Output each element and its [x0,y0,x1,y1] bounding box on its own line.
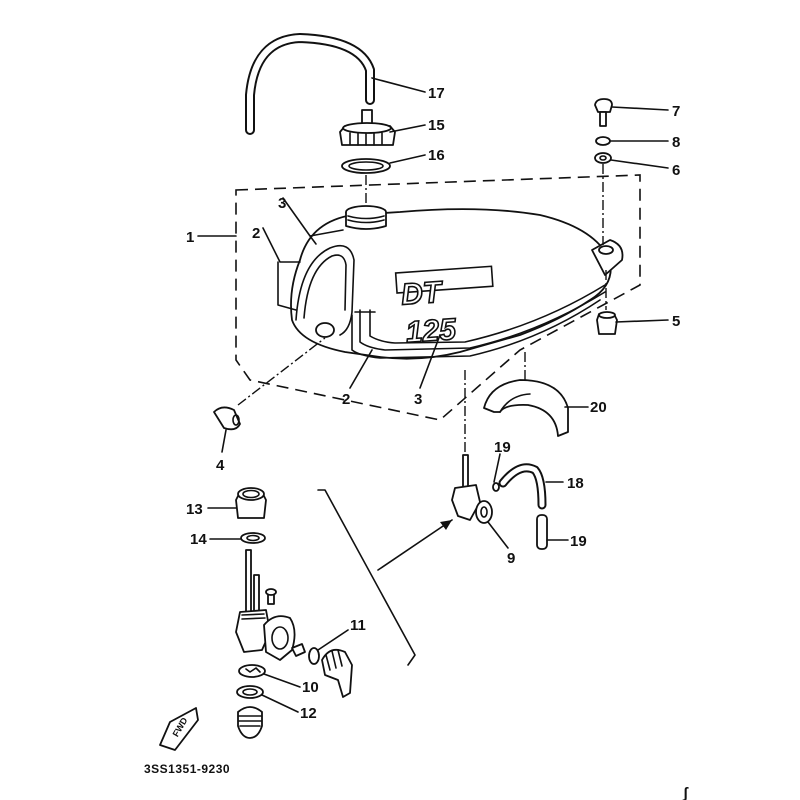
damper-rear[interactable] [596,311,618,335]
washer[interactable] [595,136,611,146]
callout-13: 13 [186,501,203,518]
filter[interactable] [238,664,266,678]
fuel-pipe[interactable] [498,463,547,510]
callout-4: 4 [216,457,225,474]
nut[interactable] [235,487,267,519]
leader-lines [197,77,669,713]
callout-20: 20 [590,399,607,416]
callout-3-bottom: 3 [414,391,422,408]
sediment-cup[interactable] [237,706,263,739]
callout-labels: 17 15 16 7 8 6 5 1 2 3 2 3 4 20 19 18 19… [186,85,680,722]
callout-6: 6 [672,162,680,179]
collar[interactable] [594,152,612,164]
callout-12: 12 [300,705,317,722]
detail-bracket [317,489,453,666]
fwd-arrow: FWD [159,707,199,751]
callout-11: 11 [350,617,366,634]
clip-upper[interactable] [492,482,500,492]
callout-8: 8 [672,134,680,151]
cock-lever[interactable] [321,648,353,698]
callout-9: 9 [507,550,515,567]
callout-3-top: 3 [278,195,286,212]
callout-1: 1 [186,229,194,246]
callout-2-bottom: 2 [342,391,350,408]
callout-10: 10 [302,679,319,696]
damper-front[interactable] [213,406,241,431]
fuel-cock-detail[interactable] [235,549,306,661]
callout-7: 7 [672,103,680,120]
cock-washer[interactable] [240,532,266,544]
breather-hose[interactable] [245,33,375,135]
callout-19-lower: 19 [570,533,587,550]
callout-14: 14 [190,531,207,548]
tank-logo: DT 125 [394,265,494,350]
cap-gasket[interactable] [341,158,391,174]
assembly-boundary [235,174,641,421]
tank-damper[interactable] [483,379,569,437]
bolt[interactable] [594,98,613,127]
logo-text-top: DT [400,276,445,312]
gasket[interactable] [236,685,264,699]
callout-17: 17 [428,85,445,102]
fuel-cock[interactable] [451,454,493,524]
callout-2-top: 2 [252,225,260,242]
clip-lower[interactable] [536,514,548,550]
callout-16: 16 [428,147,445,164]
logo-text-bottom: 125 [405,313,459,350]
fuel-cap[interactable] [339,109,396,146]
callout-5: 5 [672,313,680,330]
drawing-code: 3SS1351-9230 [144,762,230,776]
o-ring[interactable] [308,647,320,665]
callout-15: 15 [428,117,445,134]
callout-18: 18 [567,475,584,492]
callout-19-upper: 19 [494,439,511,456]
front-damper-axis [237,337,326,406]
margin-mark: ʃ [682,785,689,800]
